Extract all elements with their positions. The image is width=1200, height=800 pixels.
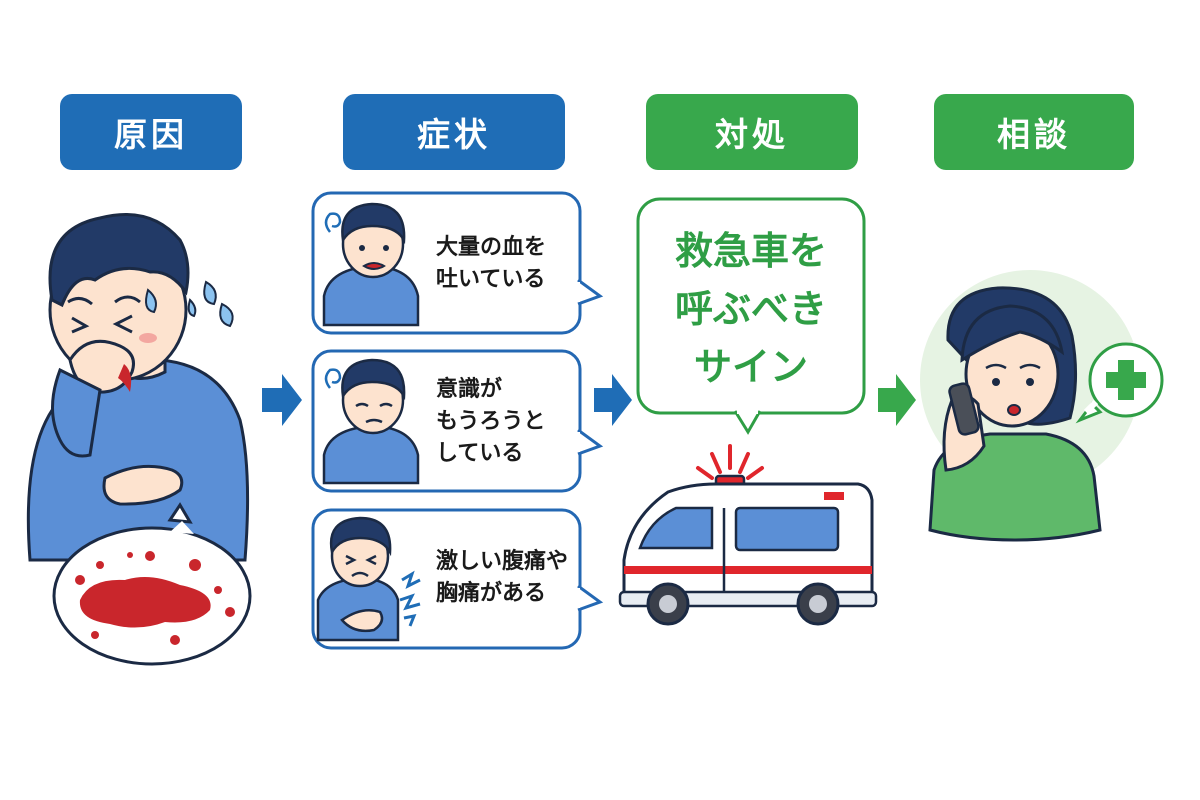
symptom-bubble-3 <box>311 508 604 650</box>
symptom-3-line1: 激しい腹痛や <box>436 549 569 574</box>
emergency-line2: 呼ぶべき <box>674 287 827 331</box>
arrow-right-icon <box>594 374 632 426</box>
symptom-text-2: 意識がもうろうとしている <box>436 374 545 470</box>
emergency-line1: 救急車を <box>674 229 827 273</box>
man-vomiting-illustration <box>26 213 250 562</box>
header-cause: 原因 <box>60 94 242 170</box>
phone-icon <box>948 382 980 436</box>
symptom-1-line1: 大量の血を <box>436 235 547 260</box>
symptom-2-line2: もうろうと <box>436 409 546 434</box>
header-response: 対処 <box>646 94 858 170</box>
arrow-right-icon <box>878 374 916 426</box>
ambulance-icon <box>618 444 878 626</box>
symptom-bubble-1 <box>311 191 604 335</box>
medical-cross-icon <box>1075 342 1164 424</box>
symptom-1-line2: 吐いている <box>436 267 546 292</box>
header-consult: 相談 <box>934 94 1134 170</box>
symptom-bubble-2 <box>311 349 604 493</box>
symptom-text-1: 大量の血を吐いている <box>436 232 546 296</box>
dizzy-icon <box>324 368 342 389</box>
consult-illustration <box>920 270 1140 542</box>
dizzy-icon <box>324 212 342 233</box>
blood-pool-bubble <box>52 502 252 666</box>
emergency-line3: サイン <box>693 345 808 389</box>
emergency-text: 救急車を 呼ぶべき サイン <box>640 222 862 396</box>
sweat-drops-icon <box>187 280 234 328</box>
symptom-3-line2: 胸痛がある <box>436 581 547 606</box>
emergency-speech-bubble <box>636 197 866 435</box>
header-symptoms: 症状 <box>343 94 565 170</box>
symptom-2-line3: している <box>436 441 524 466</box>
symptom-2-line1: 意識が <box>436 377 503 402</box>
symptom-text-3: 激しい腹痛や胸痛がある <box>436 546 568 610</box>
arrow-right-icon <box>262 374 302 426</box>
pain-zigzag-icon <box>399 570 421 627</box>
